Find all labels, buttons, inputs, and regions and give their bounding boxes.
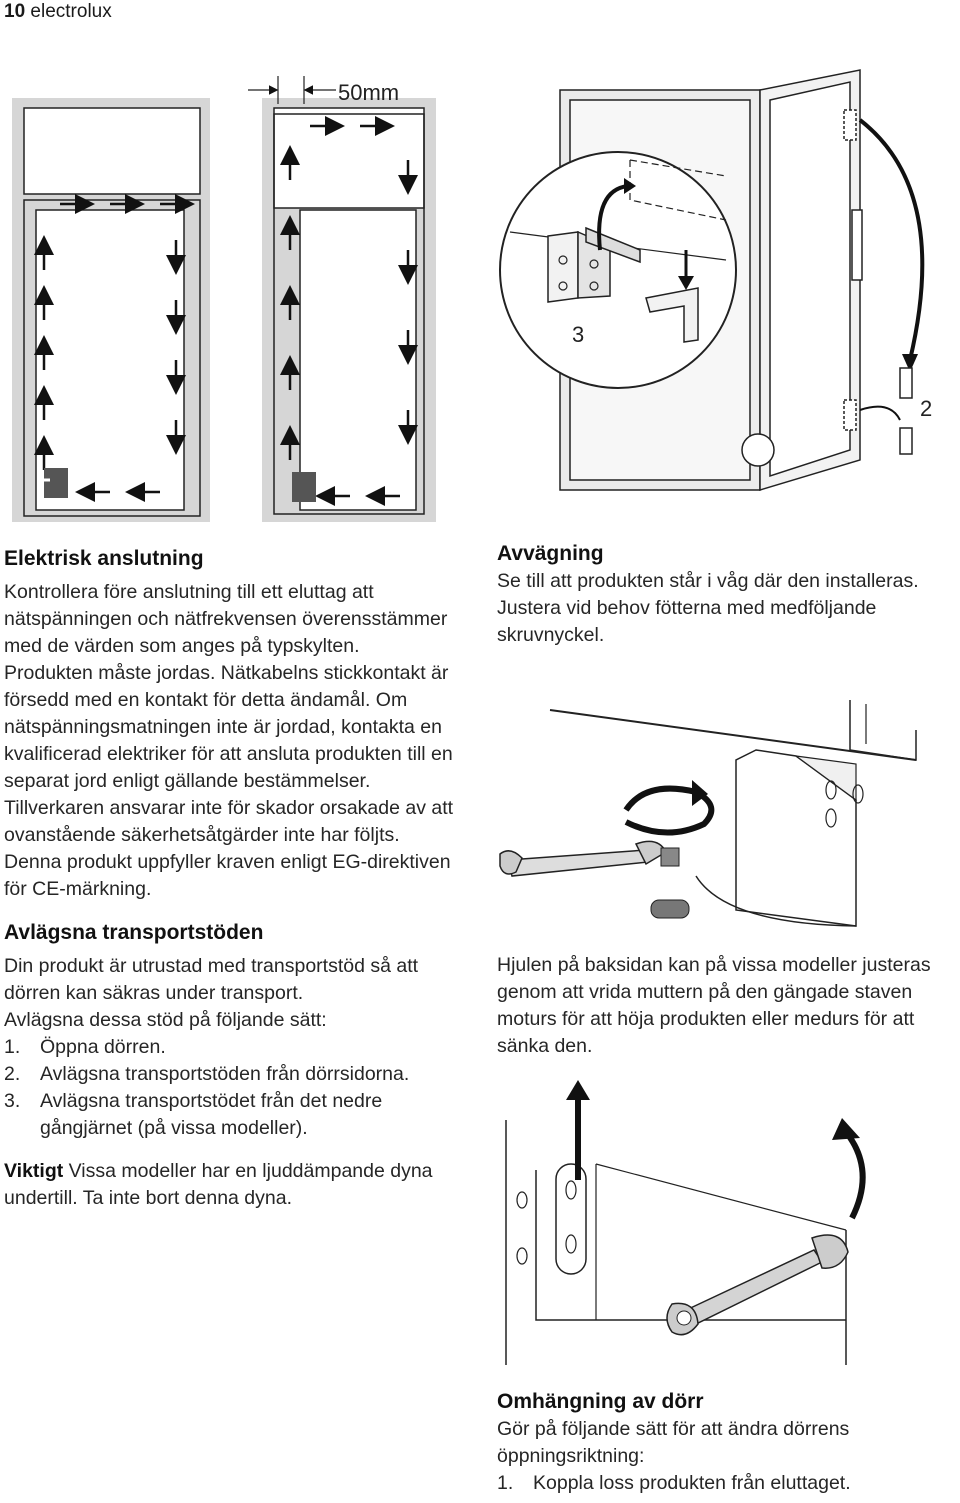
paragraph: Kontrollera före anslutning till ett elu… — [4, 581, 448, 657]
callout-3: 3 — [572, 322, 584, 347]
page-number: 10 — [4, 1, 26, 22]
list-item: 1.Öppna dörren. — [4, 1036, 166, 1058]
leveling-section: Avvägning Se till att produkten står i v… — [497, 540, 960, 649]
paragraph: Tillverkaren ansvarar inte för skador or… — [4, 797, 454, 846]
wheels-section: Hjulen på baksidan kan på vissa modeller… — [497, 952, 960, 1060]
door-reversal-section: Omhängning av dörr Gör på följande sätt … — [497, 1388, 960, 1497]
wrench — [666, 1234, 849, 1336]
paragraph: Din produkt är utrustad med transportstö… — [4, 955, 419, 1004]
transport-steps: 1.Öppna dörren. 2.Avlägsna transportstöd… — [4, 1034, 474, 1142]
wrench — [499, 840, 667, 877]
important-label: Viktigt — [4, 1160, 64, 1182]
dimension-marker — [248, 76, 336, 104]
paragraph: Avlägsna dessa stöd på följande sätt: — [4, 1009, 327, 1031]
leveling-diagram — [499, 700, 917, 927]
transport-support-part — [899, 367, 913, 399]
door-transport-diagram: 3 2 — [499, 69, 932, 492]
paragraph: Gör på följande sätt för att ändra dörre… — [497, 1418, 850, 1467]
list-item: 3.Avlägsna transportstödet från det nedr… — [4, 1090, 383, 1139]
cabinet-right — [262, 98, 436, 522]
wheel-adjust-diagram — [505, 1080, 866, 1365]
list-item: 1.Koppla loss produkten från eluttaget. — [497, 1472, 851, 1494]
hinge-detail — [499, 151, 775, 467]
heading-remove-transport: Avlägsna transportstöden — [4, 921, 264, 944]
door-steps: 1.Koppla loss produkten från eluttaget. — [497, 1470, 960, 1497]
paragraph: Hjulen på baksidan kan på vissa modeller… — [497, 954, 931, 1057]
appliance-door — [759, 69, 863, 492]
list-item: 2.Avlägsna transportstöden från dörrsido… — [4, 1063, 410, 1085]
heading-leveling: Avvägning — [497, 542, 604, 565]
page-header: 10 electrolux — [4, 0, 112, 24]
transport-support-part — [899, 427, 913, 455]
curved-arrow — [843, 1130, 866, 1220]
important-note: Viktigt Vissa modeller har en ljuddämpan… — [4, 1160, 433, 1209]
ventilation-diagram: 50mm — [12, 76, 436, 522]
curved-arrow — [858, 118, 925, 361]
paragraph: Produkten måste jordas. Nätkabelns stick… — [4, 662, 453, 792]
rotation-arrow — [623, 785, 715, 836]
cabinet-left — [12, 98, 210, 522]
dimension-label: 50mm — [338, 80, 399, 105]
callout-2: 2 — [920, 396, 932, 421]
left-column: Elektrisk anslutning Kontrollera före an… — [4, 545, 474, 1212]
brand-name: electrolux — [30, 1, 112, 22]
heading-electrical: Elektrisk anslutning — [4, 547, 204, 570]
paragraph: Se till att produkten står i våg där den… — [497, 570, 919, 646]
paragraph: Denna produkt uppfyller kraven enligt EG… — [4, 851, 451, 900]
heading-door-reversal: Omhängning av dörr — [497, 1390, 704, 1413]
